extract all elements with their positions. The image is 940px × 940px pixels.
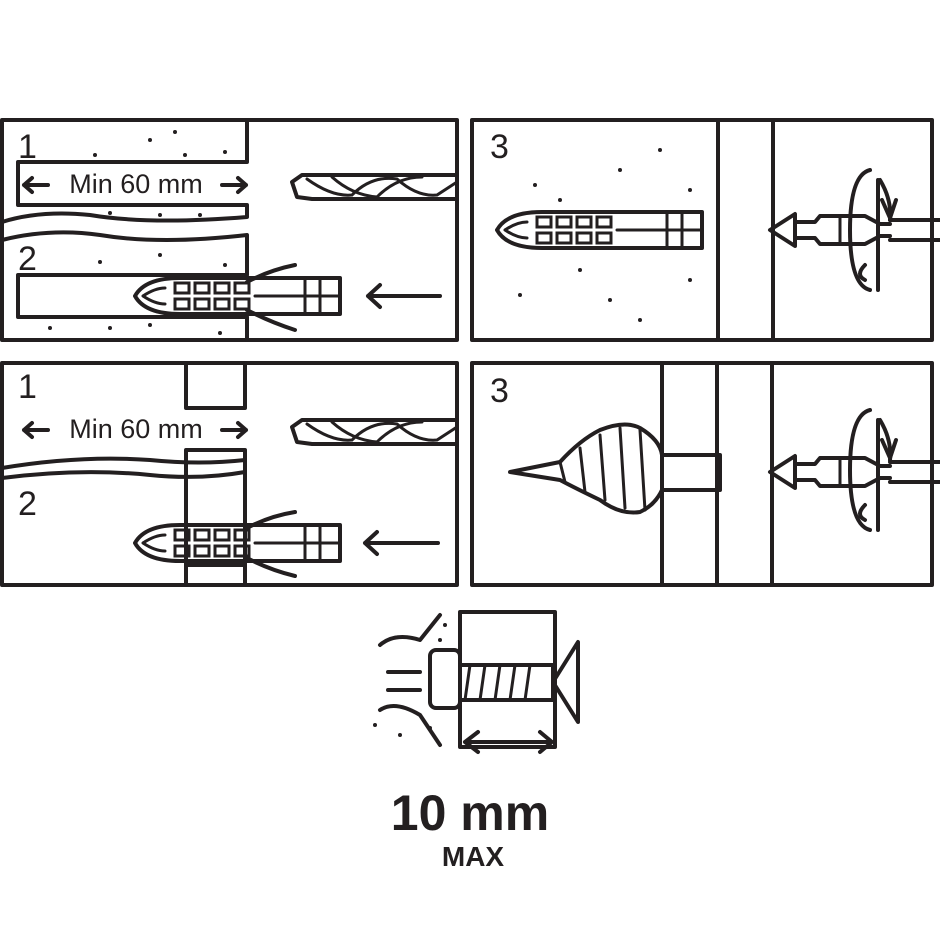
- wall-plug: [133, 276, 342, 316]
- rotate-icon: [848, 168, 898, 292]
- insert-arrow-icon: [366, 283, 442, 309]
- max-thickness-value: 10 mm: [391, 785, 549, 841]
- panel-drill-hollow-wall: 1 2 Min 60 mm: [0, 361, 459, 587]
- min-depth-label: Min 60 mm: [69, 169, 203, 199]
- panel-screw-hollow-wall: 3: [470, 361, 940, 587]
- panel-drill-solid-wall: 1 2 Min 60 mm: [0, 118, 459, 342]
- thickness-arrow: [463, 730, 554, 754]
- wall-plug: [495, 210, 704, 250]
- step-3-label: 3: [490, 128, 509, 166]
- step-2-label: 2: [18, 485, 37, 523]
- expanded-plug: [508, 422, 722, 515]
- max-label: MAX: [442, 841, 505, 872]
- insert-arrow-icon: [363, 530, 440, 556]
- wall-plug: [133, 523, 342, 563]
- min-depth-label: Min 60 mm: [69, 414, 203, 444]
- step-2-label: 2: [18, 240, 37, 278]
- screwdriver: [768, 212, 940, 248]
- step-3-label: 3: [490, 372, 509, 410]
- panel-screw-solid-wall: 3: [470, 118, 940, 342]
- screwdriver: [768, 454, 940, 490]
- rotate-icon: [848, 408, 898, 532]
- dimension-arrows: [22, 176, 248, 194]
- step-1-label: 1: [18, 128, 37, 166]
- drill-bit: [290, 173, 459, 201]
- max-thickness-detail: 10 mm MAX: [373, 610, 580, 872]
- step-1-label: 1: [18, 368, 37, 406]
- dimension-arrows: [22, 421, 248, 439]
- drill-bit: [290, 418, 459, 446]
